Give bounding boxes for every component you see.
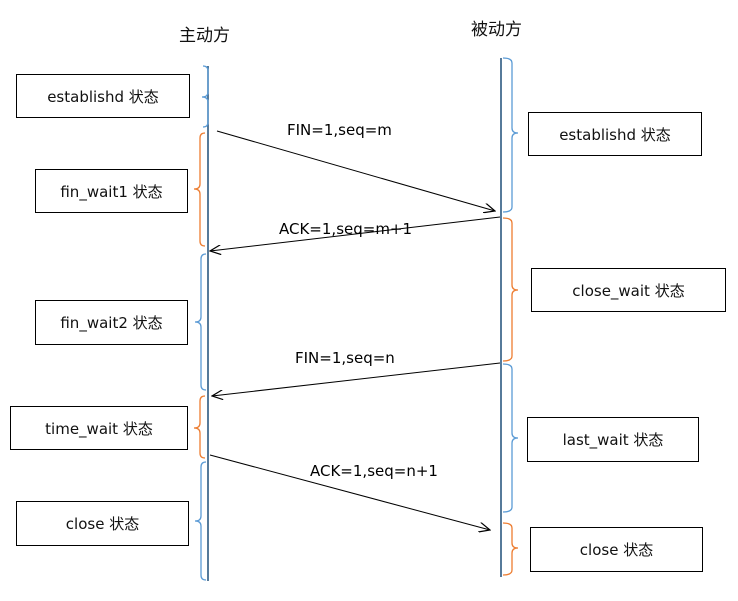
active-state-time-wait: time_wait 状态 [10, 406, 188, 450]
message-label-fin-m: FIN=1,seq=m [287, 121, 392, 139]
passive-bracket-close-wait [502, 217, 519, 362]
active-bracket-close [194, 461, 207, 581]
active-bracket-establishd [201, 65, 209, 128]
arrow-ack-m1 [210, 216, 501, 251]
arrow-fin-n [212, 362, 501, 396]
active-bracket-fin-wait1 [193, 132, 206, 247]
passive-state-last-wait: last_wait 状态 [527, 417, 699, 462]
passive-bracket-last-wait [502, 363, 519, 513]
message-label-fin-n: FIN=1,seq=n [295, 349, 395, 367]
passive-bracket-establishd [502, 57, 519, 213]
active-bracket-time-wait [193, 395, 206, 459]
arrow-ack-n1 [209, 454, 490, 530]
passive-state-establishd: establishd 状态 [528, 112, 702, 156]
active-party-header: 主动方 [179, 26, 230, 46]
active-state-close: close 状态 [16, 501, 189, 546]
passive-bracket-close [502, 522, 519, 576]
passive-party-header: 被动方 [471, 20, 522, 40]
active-state-establishd: establishd 状态 [16, 74, 190, 118]
passive-state-close-wait: close_wait 状态 [531, 268, 726, 312]
active-state-fin-wait2: fin_wait2 状态 [35, 300, 188, 345]
message-label-ack-n1: ACK=1,seq=n+1 [310, 462, 438, 480]
arrow-fin-m [216, 130, 495, 211]
passive-state-close: close 状态 [530, 527, 703, 572]
active-bracket-fin-wait2 [194, 253, 207, 391]
message-label-ack-m1: ACK=1,seq=m+1 [279, 220, 413, 238]
active-state-fin-wait1: fin_wait1 状态 [35, 169, 188, 213]
